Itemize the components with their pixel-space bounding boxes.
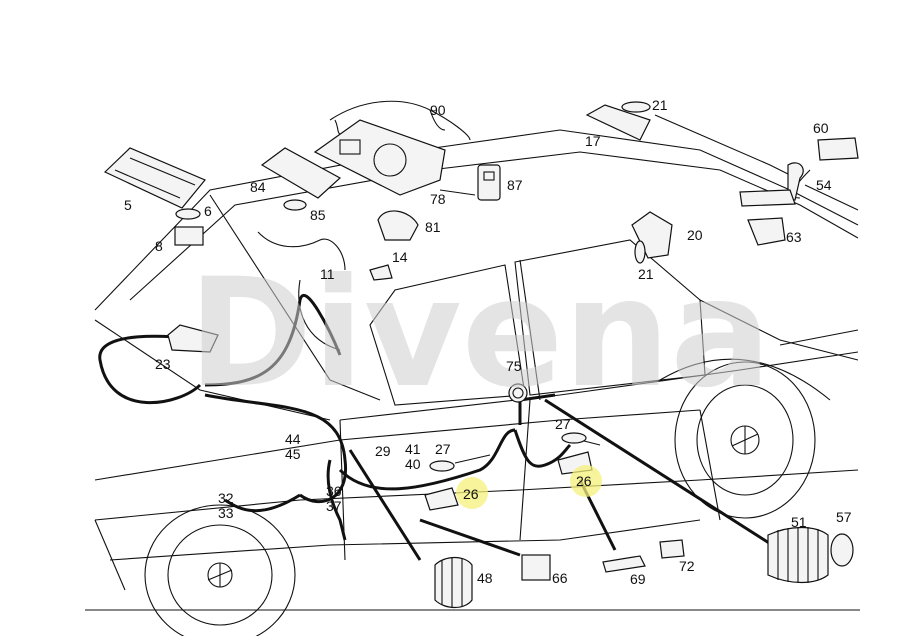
callout-45: 45 — [285, 446, 301, 462]
callout-78: 78 — [430, 191, 446, 207]
part-27-bulb-right — [561, 432, 587, 444]
arrow-to-51 — [544, 398, 781, 552]
callout-27-right: 27 — [555, 416, 571, 432]
callout-87: 87 — [507, 177, 523, 193]
callout-8: 8 — [155, 238, 163, 254]
callout-85: 85 — [310, 207, 326, 223]
callout-84: 84 — [250, 179, 266, 195]
part-17-reading-light — [585, 104, 651, 141]
part-75-grommet — [508, 383, 528, 403]
part-6-bulb — [175, 208, 201, 220]
callout-5: 5 — [124, 197, 132, 213]
part-26-door-light-left — [424, 487, 459, 511]
part-23-map-light — [167, 324, 219, 353]
part-5-dome-light — [103, 147, 206, 209]
part-81-motor — [377, 210, 419, 241]
part-84-interior-light — [260, 147, 342, 199]
callout-37: 37 — [326, 498, 342, 514]
callout-72: 72 — [679, 558, 695, 574]
part-14-clip — [369, 264, 393, 281]
callout-36: 36 — [326, 483, 342, 499]
part-63-clamp — [747, 217, 786, 246]
callout-29: 29 — [375, 443, 391, 459]
callout-26-left: 26 — [463, 486, 479, 502]
wiring-harness — [98, 100, 572, 541]
callout-54: 54 — [816, 177, 832, 193]
part-57-grommet — [830, 533, 854, 567]
callout-75: 75 — [506, 358, 522, 374]
arrow-to-66 — [419, 518, 521, 557]
car-body-outline — [94, 129, 859, 591]
part-66-connector — [521, 554, 551, 581]
callout-81: 81 — [425, 219, 441, 235]
part-72-clip — [659, 539, 685, 559]
callout-32: 32 — [218, 490, 234, 506]
part-48-bellows — [434, 556, 473, 609]
highlight-26-left — [456, 477, 488, 509]
part-54-cable — [739, 162, 804, 207]
callout-48: 48 — [477, 570, 493, 586]
part-51-bellows — [767, 526, 829, 584]
callout-26-right: 26 — [576, 473, 592, 489]
callout-90: 90 — [430, 102, 446, 118]
callout-69: 69 — [630, 571, 646, 587]
highlight-26-right — [570, 465, 602, 497]
rear-wheel — [659, 358, 831, 519]
callout-60: 60 — [813, 120, 829, 136]
callout-20: 20 — [687, 227, 703, 243]
callout-33: 33 — [218, 505, 234, 521]
callout-41: 41 — [405, 441, 421, 457]
part-87-switch — [477, 164, 501, 201]
callout-51: 51 — [791, 514, 807, 530]
part-78-console — [313, 119, 446, 196]
callout-66: 66 — [552, 570, 568, 586]
part-21-bulb-lower — [634, 240, 646, 264]
callout-17: 17 — [585, 133, 601, 149]
callout-57: 57 — [836, 509, 852, 525]
part-27-bulb-left — [429, 460, 455, 472]
part-85-bulb — [283, 199, 307, 211]
part-8-switch — [174, 226, 204, 246]
watermark: Divena — [188, 247, 771, 421]
callout-14: 14 — [392, 249, 408, 265]
callout-44: 44 — [285, 431, 301, 447]
callout-40: 40 — [405, 456, 421, 472]
callout-11: 11 — [320, 266, 335, 282]
part-69-handle — [602, 555, 646, 573]
callout-27-left: 27 — [435, 441, 451, 457]
arrow-to-48 — [348, 449, 422, 561]
callout-63: 63 — [786, 229, 802, 245]
callout-6: 6 — [204, 203, 212, 219]
part-21-bulb-upper — [621, 101, 651, 113]
part-60-holder — [817, 137, 859, 161]
front-wheel — [144, 504, 296, 636]
callout-23: 23 — [155, 356, 171, 372]
callouts: 90 21 60 17 54 84 85 78 87 5 6 8 81 14 1… — [124, 97, 852, 587]
callout-21-bottom: 21 — [638, 266, 654, 282]
callout-21-top: 21 — [652, 97, 668, 113]
leader-lines — [348, 114, 859, 561]
